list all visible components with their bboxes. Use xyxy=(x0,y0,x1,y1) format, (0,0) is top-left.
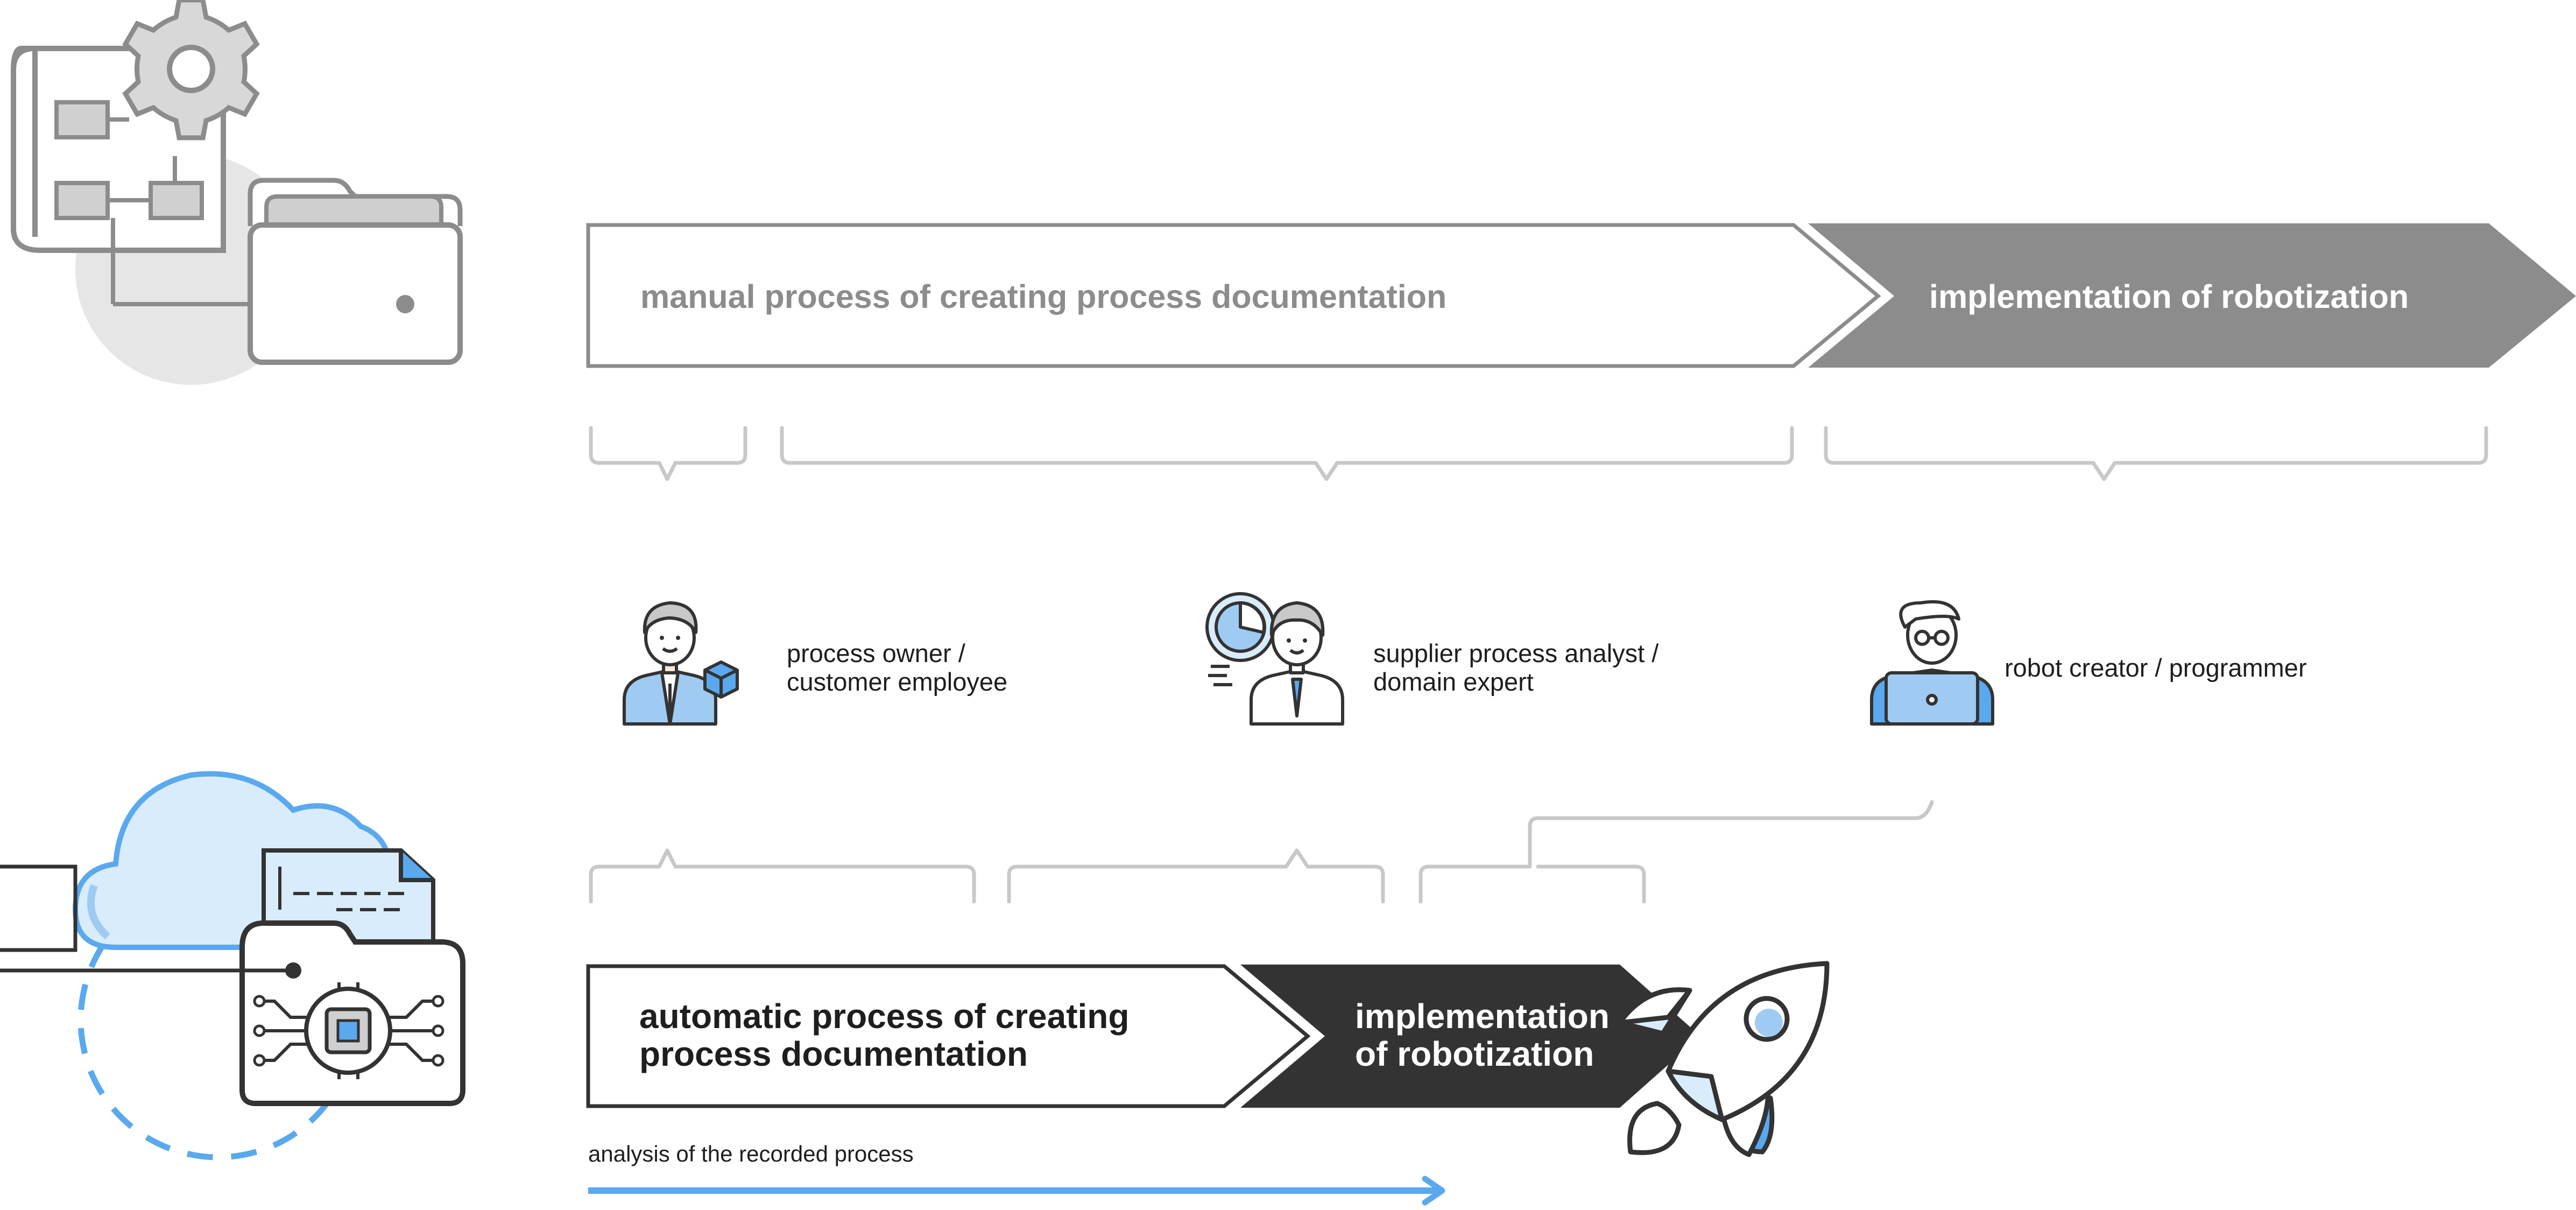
robotization-arrow-bottom: implementation of robotization xyxy=(1240,965,1700,1108)
role-analyst-line1: supplier process analyst / xyxy=(1373,639,1659,667)
brace-owner-bottom xyxy=(589,848,976,904)
analysis-timeline-arrow xyxy=(588,1176,1445,1206)
top-braces xyxy=(589,426,2488,481)
role-analyst-line2: domain expert xyxy=(1373,667,1534,696)
robotization-arrow-top: implementation of robotization xyxy=(1808,223,2576,368)
automatic-process-label-line1: automatic process of creating xyxy=(639,997,1129,1036)
manual-process-arrow: manual process of creating process docum… xyxy=(586,223,1881,368)
bottom-braces xyxy=(589,800,1934,904)
automatic-process-arrow: automatic process of creating process do… xyxy=(586,964,1311,1108)
analyst-with-chart-icon xyxy=(1205,592,1344,726)
robotization-label-bottom-line2: of robotization xyxy=(1355,1035,1594,1073)
brace-programmer-top xyxy=(1824,426,2488,481)
robotization-label-bottom-line1: implementation xyxy=(1355,997,1610,1036)
cloud-chip-folder-icon xyxy=(0,771,465,1160)
role-owner-line2: customer employee xyxy=(787,667,1007,696)
programmer-with-laptop-icon xyxy=(1870,600,1994,726)
robotization-label-top: implementation of robotization xyxy=(1929,278,2409,315)
role-owner-line1: process owner / xyxy=(787,639,966,667)
automatic-process-label-line2: process documentation xyxy=(639,1035,1028,1073)
businessman-with-cube-icon xyxy=(623,601,739,726)
rocket-icon xyxy=(1617,961,1830,1157)
manual-process-label: manual process of creating process docum… xyxy=(640,278,1446,315)
blueprint-gear-folder-icon xyxy=(11,0,463,385)
role-programmer-label: robot creator / programmer xyxy=(2005,653,2307,682)
brace-programmer-bottom xyxy=(1418,800,1934,904)
analysis-label: analysis of the recorded process xyxy=(588,1141,914,1166)
brace-owner-top xyxy=(589,426,747,481)
brace-analyst-bottom xyxy=(1007,848,1385,904)
brace-analyst-top xyxy=(780,426,1794,481)
